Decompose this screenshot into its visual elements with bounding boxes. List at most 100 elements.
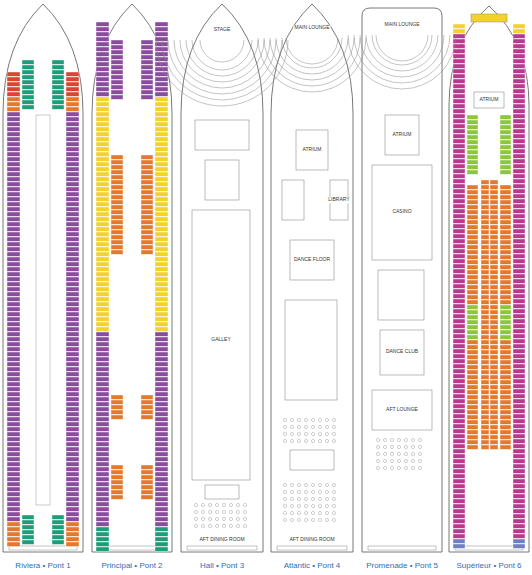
cabin <box>467 295 478 299</box>
cabin <box>141 180 153 184</box>
cabin <box>66 72 79 76</box>
cabin <box>111 440 123 444</box>
cabin <box>481 425 489 429</box>
cabin <box>490 290 498 294</box>
cabin <box>467 215 478 219</box>
cabin <box>155 167 168 171</box>
cabin <box>66 202 79 206</box>
cabin <box>66 287 79 291</box>
table <box>304 439 307 442</box>
cabin <box>467 225 478 229</box>
table <box>311 518 314 521</box>
cabin <box>7 177 20 181</box>
cabin <box>155 482 168 486</box>
cabin <box>500 435 511 439</box>
cabin <box>96 517 109 521</box>
cabin <box>467 195 478 199</box>
cabin <box>52 165 64 169</box>
cabin <box>141 325 153 329</box>
cabin <box>141 110 153 114</box>
cabin <box>141 320 153 324</box>
table <box>283 425 286 428</box>
cabin <box>155 67 168 71</box>
cabin <box>141 355 153 359</box>
cabin <box>453 139 465 143</box>
cabin <box>513 294 525 298</box>
cabin <box>7 242 20 246</box>
table <box>397 445 400 448</box>
table <box>304 511 307 514</box>
cabin <box>96 337 109 341</box>
cabin <box>155 162 168 166</box>
cabin <box>513 339 525 343</box>
cabin <box>141 305 153 309</box>
cabin <box>453 324 465 328</box>
cabin <box>52 420 64 424</box>
cabin <box>467 390 478 394</box>
cabin <box>7 182 20 186</box>
cabin <box>513 499 525 503</box>
cabin <box>111 460 123 464</box>
cabin <box>513 239 525 243</box>
cabin <box>96 532 109 536</box>
cabin <box>7 432 20 436</box>
cabin <box>155 207 168 211</box>
cabin <box>453 254 465 258</box>
cabin <box>453 339 465 343</box>
cabin <box>66 97 79 101</box>
cabin <box>7 72 20 76</box>
cabin <box>141 315 153 319</box>
cabin <box>22 115 34 119</box>
cabin <box>490 245 498 249</box>
cabin <box>467 255 478 259</box>
cabin <box>22 470 34 474</box>
cabin <box>513 204 525 208</box>
cabin <box>52 470 64 474</box>
cabin <box>52 155 64 159</box>
cabin <box>513 369 525 373</box>
cabin <box>500 205 511 209</box>
cabin <box>155 437 168 441</box>
table <box>297 483 300 486</box>
cabin <box>141 330 153 334</box>
cabin <box>490 250 498 254</box>
cabin <box>7 387 20 391</box>
cabin <box>500 225 511 229</box>
cabin <box>96 302 109 306</box>
cabin <box>155 32 168 36</box>
cabin <box>52 455 64 459</box>
cabin <box>111 340 123 344</box>
cabin <box>513 519 525 523</box>
cabin <box>467 160 478 164</box>
cabin <box>7 367 20 371</box>
cabin <box>22 75 34 79</box>
cabin <box>490 230 498 234</box>
cabin <box>141 410 153 414</box>
cabin <box>453 169 465 173</box>
cabin <box>467 410 478 414</box>
cabin <box>513 469 525 473</box>
cabin <box>141 65 153 69</box>
seating-row <box>366 35 438 71</box>
cabin <box>500 315 511 319</box>
cabin <box>7 87 20 91</box>
cabin <box>7 187 20 191</box>
cabin <box>481 435 489 439</box>
cabin <box>7 512 20 516</box>
cabin <box>490 365 498 369</box>
cabin <box>467 330 478 334</box>
cabin <box>111 155 123 159</box>
cabin <box>22 395 34 399</box>
cabin <box>500 410 511 414</box>
cabin <box>7 377 20 381</box>
cabin <box>513 184 525 188</box>
cabin <box>481 315 489 319</box>
cabin <box>513 429 525 433</box>
cabin <box>467 170 478 174</box>
cabin <box>500 145 511 149</box>
table <box>404 438 407 441</box>
cabin <box>22 95 34 99</box>
table <box>304 504 307 507</box>
cabin <box>500 260 511 264</box>
cabin <box>66 207 79 211</box>
